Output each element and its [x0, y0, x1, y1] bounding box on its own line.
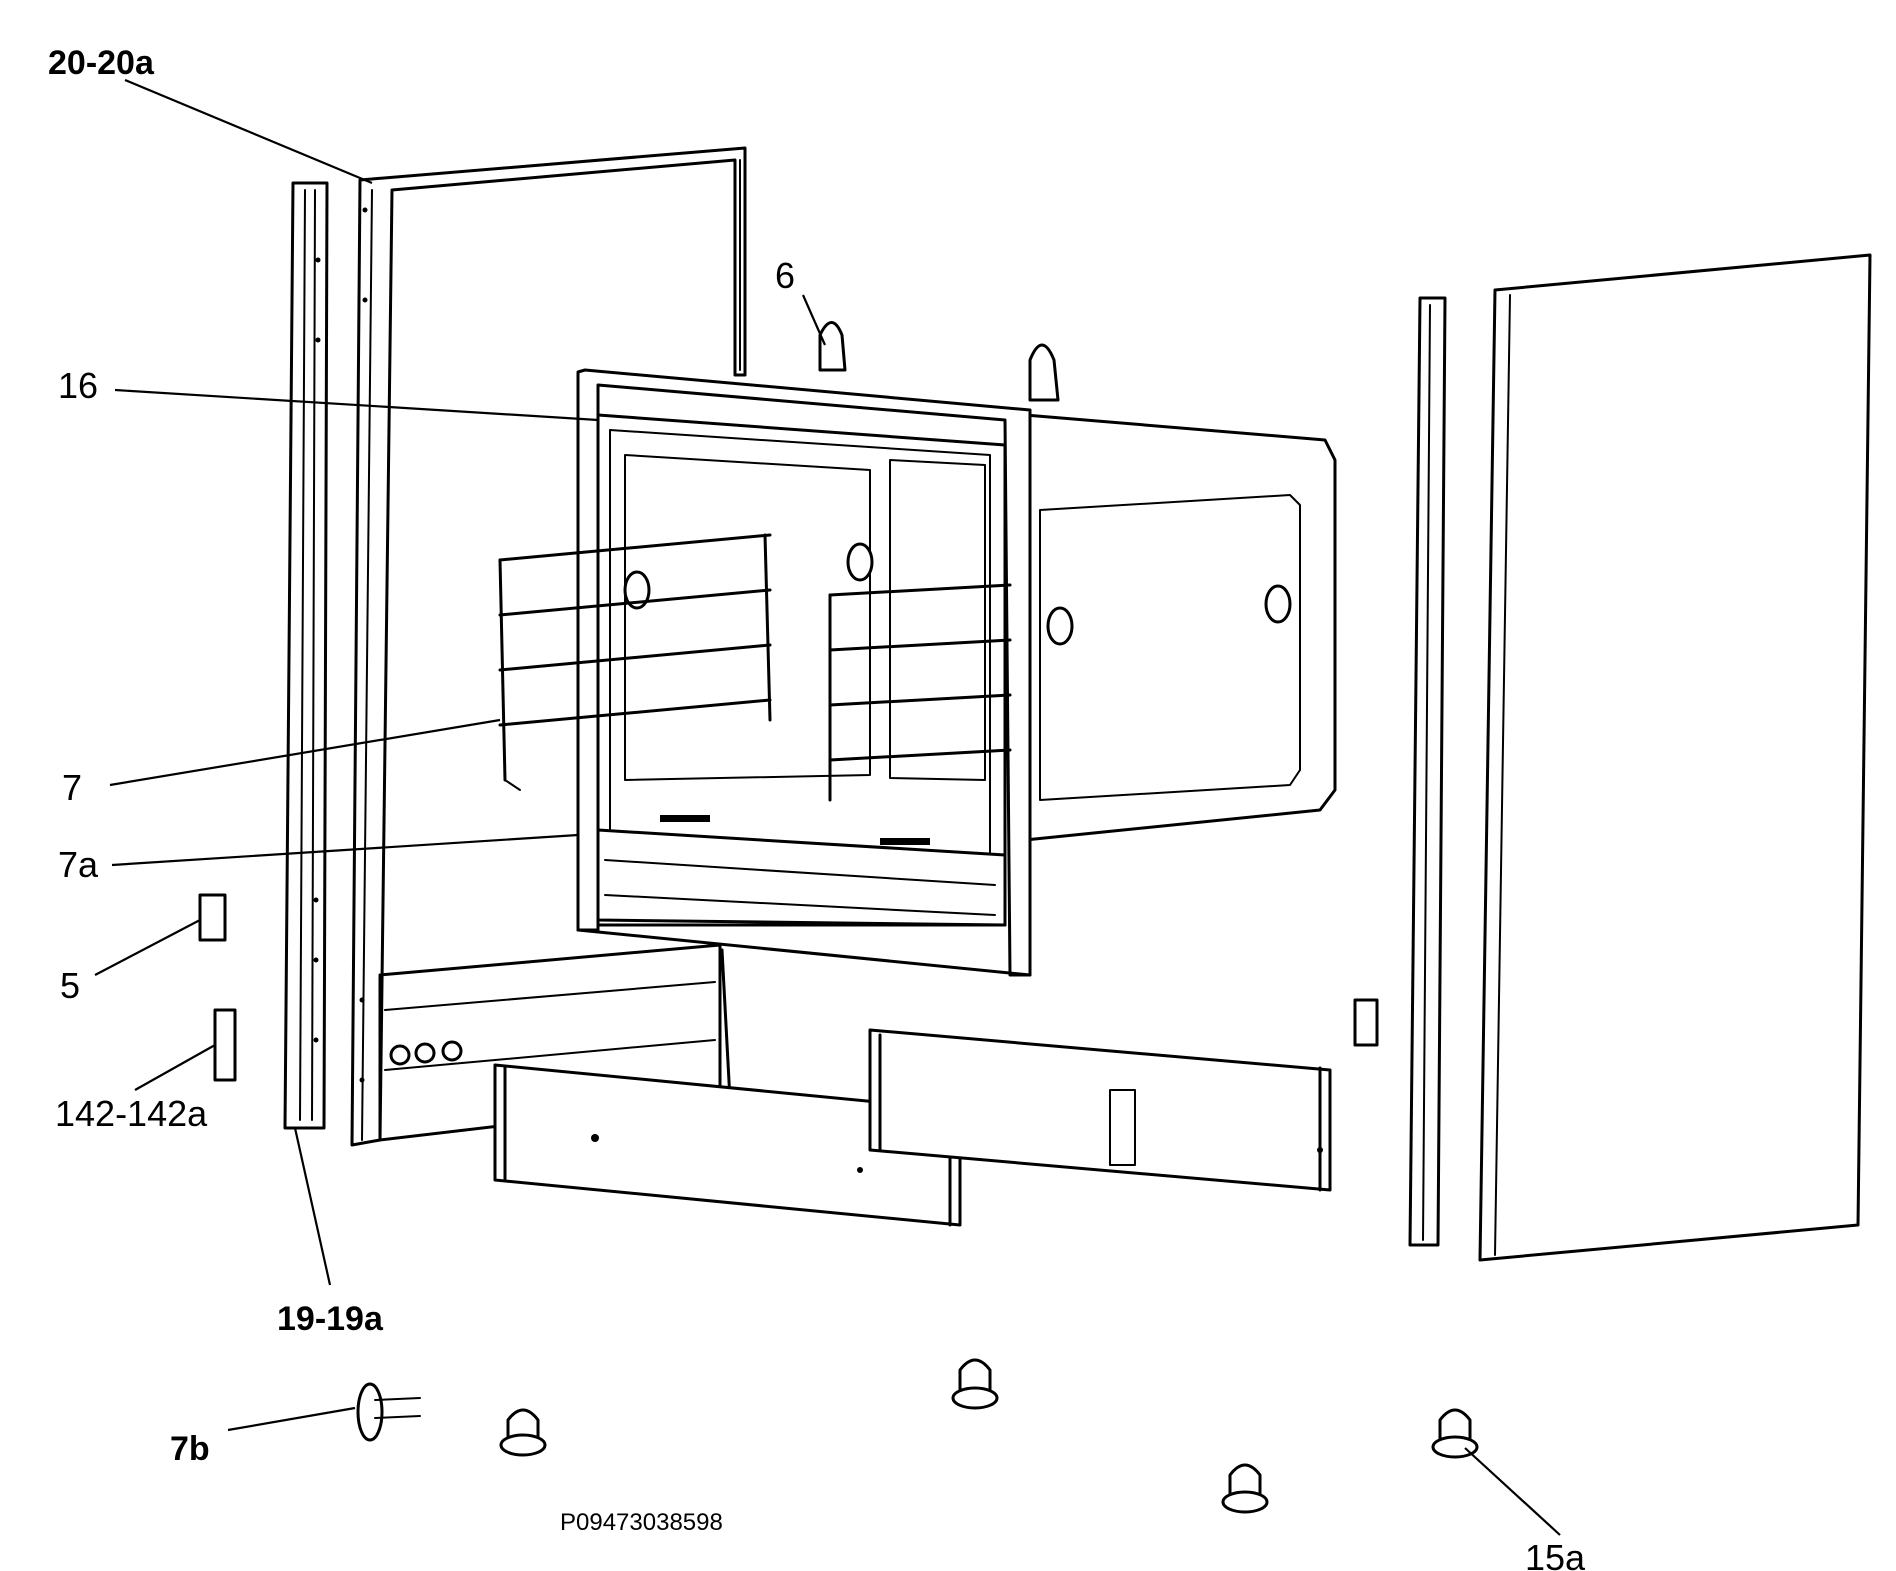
leader-lines — [94, 78, 1561, 1536]
clip-right — [1353, 998, 1379, 1047]
label-5: 5 — [60, 965, 80, 1006]
label-15a: 15a — [1525, 1537, 1586, 1571]
label-19-19a: 19-19a — [277, 1300, 384, 1338]
adjustable-foot-3 — [1221, 1463, 1269, 1514]
drawing-code: P09473038598 — [560, 1509, 723, 1536]
oven-shelf-right — [828, 583, 1012, 802]
oven-cavity — [576, 368, 1337, 977]
label-20-20a: 20-20a — [48, 44, 155, 82]
left-side-strip — [283, 181, 329, 1130]
bracket-part-142 — [213, 1008, 237, 1082]
label-7a: 7a — [58, 844, 99, 885]
front-kick-panel-left — [493, 1063, 962, 1227]
label-6: 6 — [775, 255, 795, 296]
oven-shelf-left — [498, 533, 772, 791]
right-side-panel — [1478, 253, 1872, 1262]
label-7b: 7b — [170, 1430, 210, 1468]
adjustable-foot-4 — [1431, 1408, 1479, 1459]
label-142-142a: 142-142a — [55, 1093, 208, 1134]
label-16: 16 — [58, 365, 98, 406]
roller-wheel — [356, 1382, 421, 1442]
adjustable-foot-2 — [951, 1358, 999, 1410]
adjustable-foot-1 — [499, 1408, 547, 1457]
back-panel — [350, 146, 747, 1147]
hinge-bracket-left — [818, 321, 847, 372]
label-7: 7 — [62, 767, 82, 808]
right-side-strip — [1408, 296, 1447, 1247]
clip-part-5 — [198, 893, 227, 942]
front-kick-panel-right — [868, 1028, 1332, 1192]
hinge-bracket-right — [1028, 343, 1060, 402]
